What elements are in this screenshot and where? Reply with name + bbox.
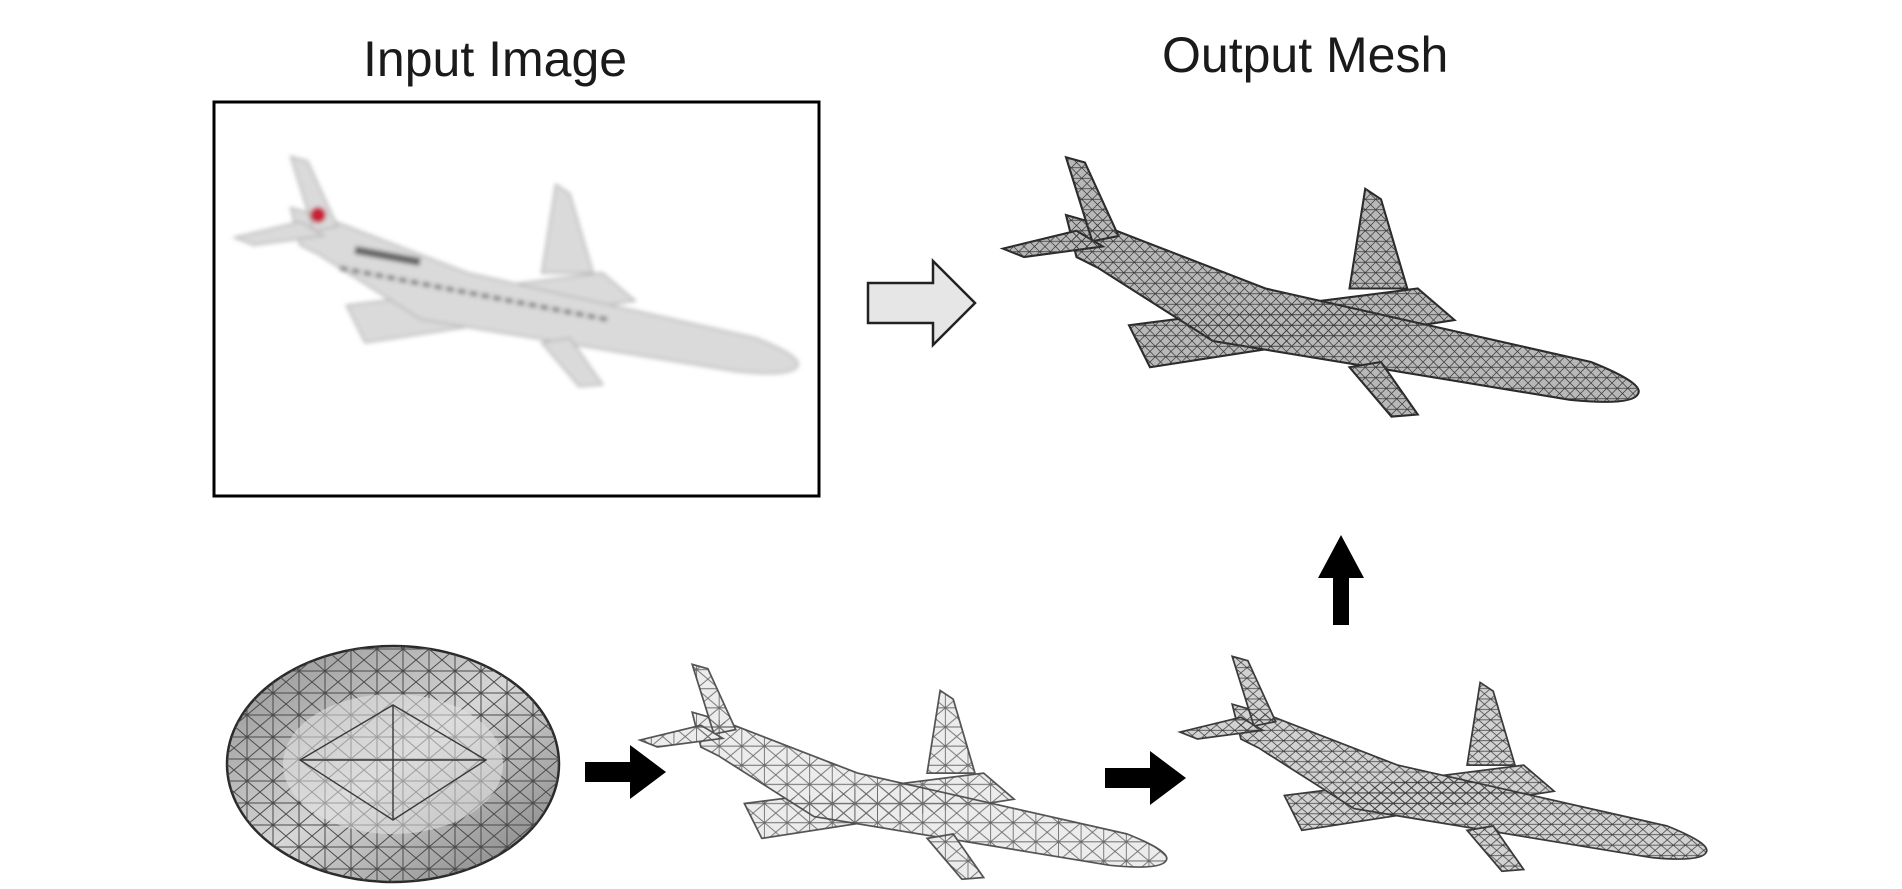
ellipsoid-mesh-icon <box>225 644 561 884</box>
input-image-label: Input Image <box>363 31 628 87</box>
arrow-up-icon <box>1318 535 1364 625</box>
arrow-right-icon <box>585 745 666 799</box>
airplane-photo <box>234 155 800 388</box>
tail-logo <box>310 207 326 223</box>
arrow-right-icon <box>1105 751 1186 805</box>
hollow-arrow-right-icon <box>866 257 977 349</box>
airplane-coarse-mesh-icon <box>639 663 1168 881</box>
input-image-frame <box>212 100 821 498</box>
output-mesh-label: Output Mesh <box>1162 27 1449 83</box>
airplane-output-mesh-icon <box>1001 156 1640 418</box>
airplane-refined-mesh-icon <box>1179 655 1708 873</box>
